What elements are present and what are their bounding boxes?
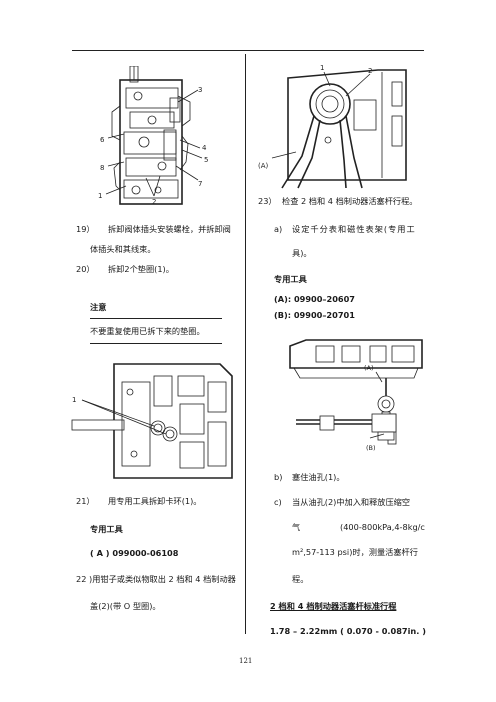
sub-step-b-label: b) bbox=[274, 472, 283, 482]
brake-cover-removal-figure: 1 2 (A) bbox=[258, 64, 407, 189]
note-bottom-rule bbox=[90, 343, 222, 344]
sub-step-c-text-line2a: 气 bbox=[292, 522, 301, 532]
sub-step-c-text-line2b: (400-800kPa,4-8kg/c bbox=[340, 522, 425, 532]
snap-ring-figure: 1 bbox=[71, 363, 233, 479]
header-rule bbox=[72, 50, 424, 51]
step-19-text-cont: 体插头和其线束。 bbox=[90, 244, 156, 254]
fig4-callout-A: (A) bbox=[364, 364, 374, 372]
fig3-callout-1: 1 bbox=[320, 64, 324, 72]
step-21-text: 用专用工具拆卸卡环(1)。 bbox=[108, 496, 202, 506]
fig3-callout-2: 2 bbox=[368, 67, 372, 75]
fig1-callout-7: 7 bbox=[198, 180, 202, 188]
step-22-text: 22 )用钳子或类似物取出 2 档和 4 档制动器 bbox=[76, 574, 236, 584]
note-title: 注意 bbox=[90, 302, 107, 312]
valve-body-figure: 3 6 4 8 5 7 1 2 bbox=[98, 66, 208, 206]
page-number: 121 bbox=[239, 657, 253, 665]
spec-title: 2 档和 4 档制动器活塞杆标准行程 bbox=[270, 601, 397, 611]
special-tool-title-left: 专用工具 bbox=[90, 524, 123, 534]
sub-step-c-text-line3: m²,57-113 psi)时，测量活塞杆行 bbox=[292, 547, 418, 557]
fig1-callout-4: 4 bbox=[202, 144, 207, 152]
fig1-callout-8: 8 bbox=[100, 164, 104, 172]
step-21-number: 21） bbox=[76, 496, 95, 506]
step-19-number: 19） bbox=[76, 224, 95, 234]
fig1-callout-5: 5 bbox=[204, 156, 208, 164]
step-19-text: 拆卸阀体插头安装螺栓，并拆卸阀 bbox=[108, 224, 231, 234]
special-tool-item-a: (A): 09900–20607 bbox=[274, 294, 356, 304]
note-text: 不要重复使用已拆下来的垫圈。 bbox=[90, 326, 205, 336]
step-20-text: 拆卸2个垫圈(1)。 bbox=[108, 264, 174, 274]
sub-step-c-text: 当从油孔(2)中加入和释放压缩空 bbox=[292, 497, 411, 507]
special-tool-item-b: (B): 09900–20701 bbox=[274, 310, 355, 320]
sub-step-c-label: c) bbox=[274, 497, 282, 507]
column-divider bbox=[245, 54, 246, 634]
fig1-callout-3: 3 bbox=[198, 86, 202, 94]
special-tool-item-left: ( A ) 099000-06108 bbox=[90, 548, 179, 558]
fig1-callout-2: 2 bbox=[152, 198, 156, 206]
sub-step-a-text: 设定千分表和磁性表架(专用工 bbox=[292, 224, 416, 234]
spec-value: 1.78 – 2.22mm ( 0.070 - 0.087in. ) bbox=[270, 626, 426, 636]
step-23-text: 检查 2 档和 4 档制动器活塞杆行程。 bbox=[282, 196, 418, 206]
note-top-rule bbox=[90, 318, 222, 319]
special-tool-title-right: 专用工具 bbox=[274, 274, 307, 284]
fig4-callout-B: (B) bbox=[366, 444, 376, 452]
fig1-callout-1: 1 bbox=[98, 192, 102, 200]
step-22-text-cont: 盖(2)(带 O 型圈)。 bbox=[90, 601, 161, 611]
fig3-callout-A: (A) bbox=[258, 162, 269, 170]
step-20-number: 20） bbox=[76, 264, 95, 274]
sub-step-a-label: a) bbox=[274, 224, 283, 234]
sub-step-c-text-line4: 程。 bbox=[292, 574, 309, 584]
sub-step-b-text: 塞住油孔(1)。 bbox=[292, 472, 345, 482]
fig1-callout-6: 6 bbox=[100, 136, 105, 144]
fig2-callout-1: 1 bbox=[72, 396, 76, 404]
step-23-number: 23） bbox=[258, 196, 277, 206]
dial-gauge-figure: (A) (B) bbox=[289, 339, 423, 452]
sub-step-a-text-cont: 具)。 bbox=[292, 248, 312, 258]
